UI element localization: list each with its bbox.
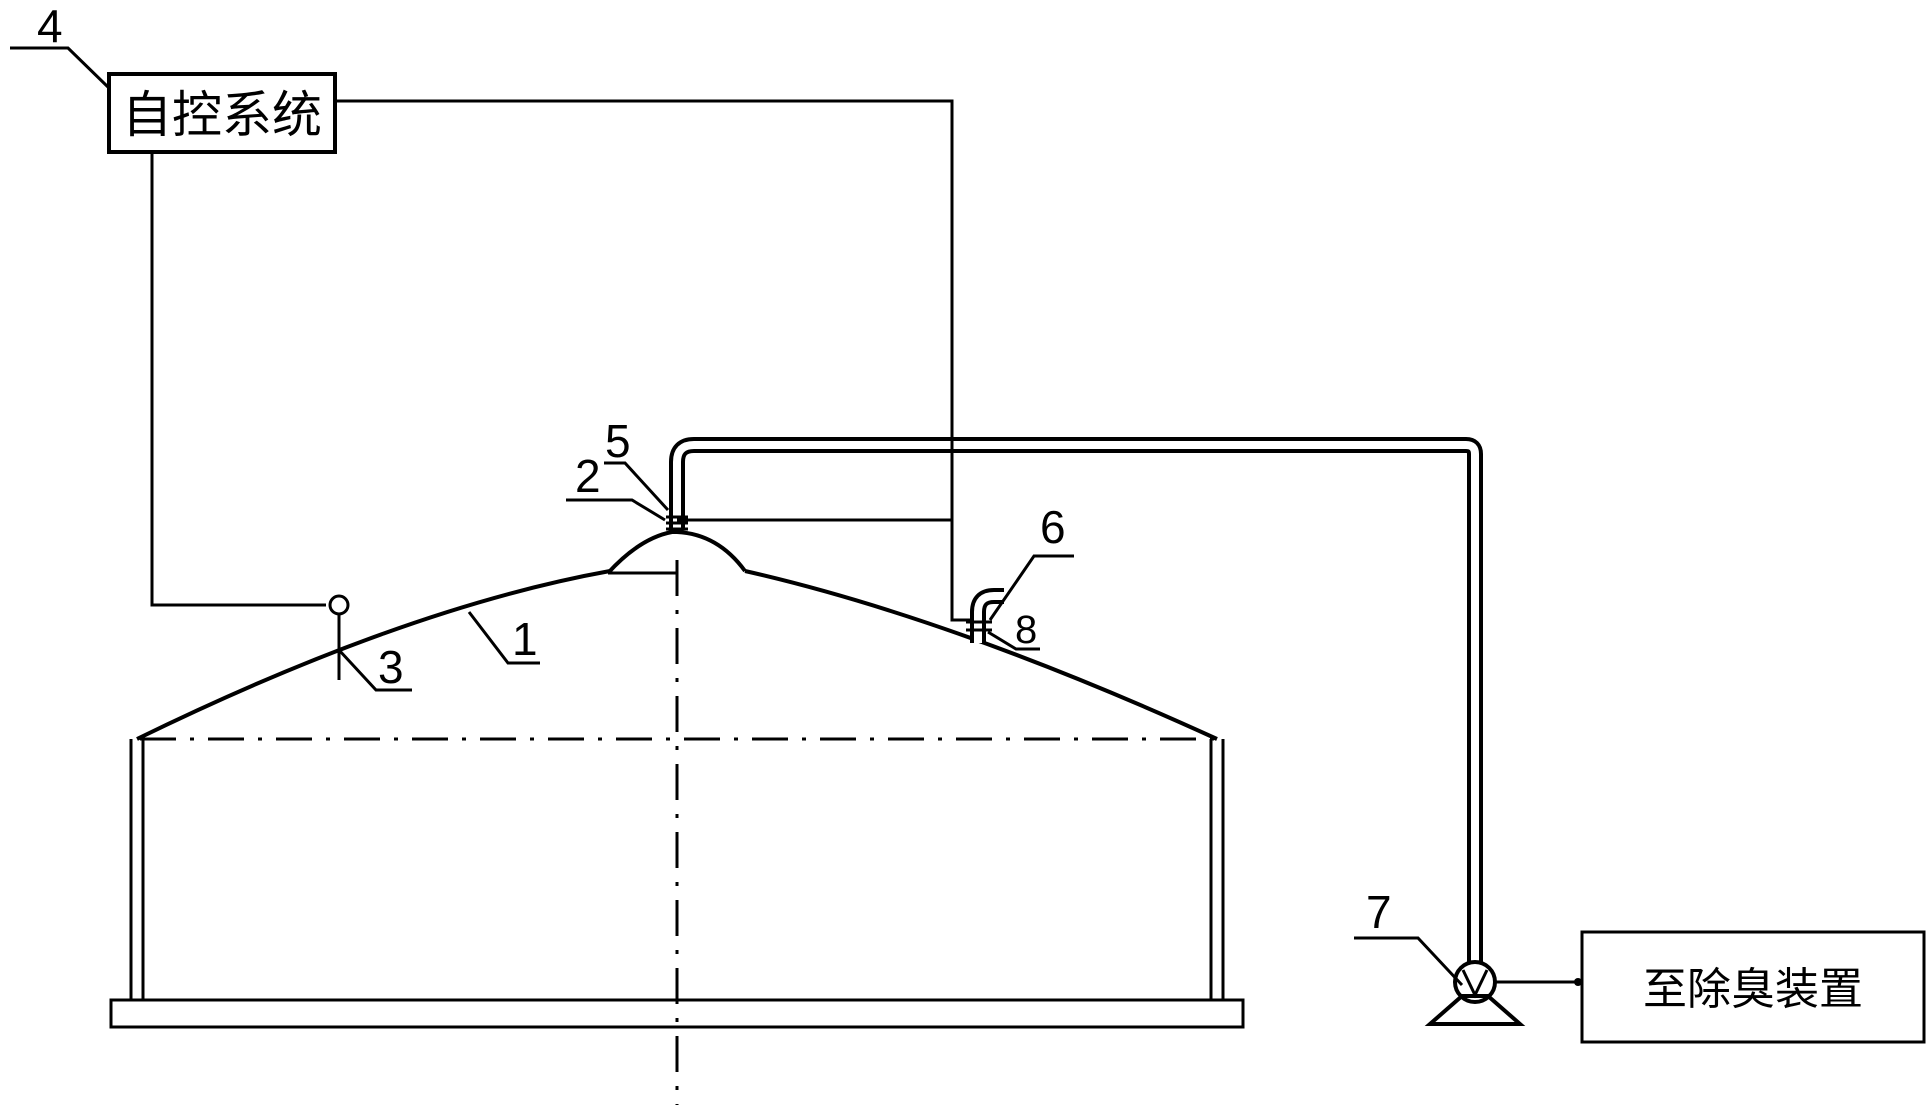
- outlet-line-dot: [1574, 978, 1582, 986]
- callout-8: 8: [1015, 608, 1037, 652]
- tank-left-wall: [129, 739, 145, 1000]
- valve-5: [666, 515, 688, 531]
- blower-7: [1424, 960, 1526, 1026]
- callout-2: 2: [575, 450, 601, 502]
- exhaust-pipe-inner: [673, 441, 1479, 964]
- exhaust-pipe-outer: [669, 437, 1483, 964]
- leader-5: [604, 461, 670, 512]
- leader-6: [988, 554, 1074, 621]
- tank-right-wall: [1209, 739, 1225, 1000]
- leader-7: [1354, 936, 1464, 987]
- leader-4: [10, 46, 111, 90]
- leader-1: [467, 611, 540, 665]
- deodorization-box: [1580, 930, 1926, 1044]
- callout-5: 5: [605, 415, 631, 467]
- roof-top-dome: [606, 530, 747, 575]
- callout-1: 1: [512, 613, 538, 665]
- tank-base-plate: [109, 998, 1245, 1029]
- control-system-label: 自控系统: [122, 86, 322, 144]
- tank-roof: [136, 569, 1218, 741]
- signal-wire-to-sensor-3: [150, 152, 326, 607]
- leader-8: [987, 630, 1040, 651]
- leader-2: [566, 498, 666, 522]
- sensor-3: [328, 594, 350, 616]
- control-system-box: [107, 72, 337, 154]
- deodorization-label: 至除臭装置: [1643, 964, 1863, 1015]
- callout-7: 7: [1366, 886, 1392, 938]
- signal-wire-to-valves: [335, 99, 970, 622]
- leader-3: [337, 648, 412, 692]
- callout-6: 6: [1040, 501, 1066, 553]
- callout-3: 3: [378, 641, 404, 693]
- callout-4: 4: [37, 0, 63, 52]
- breather-pipe-6-inner: [974, 592, 1004, 643]
